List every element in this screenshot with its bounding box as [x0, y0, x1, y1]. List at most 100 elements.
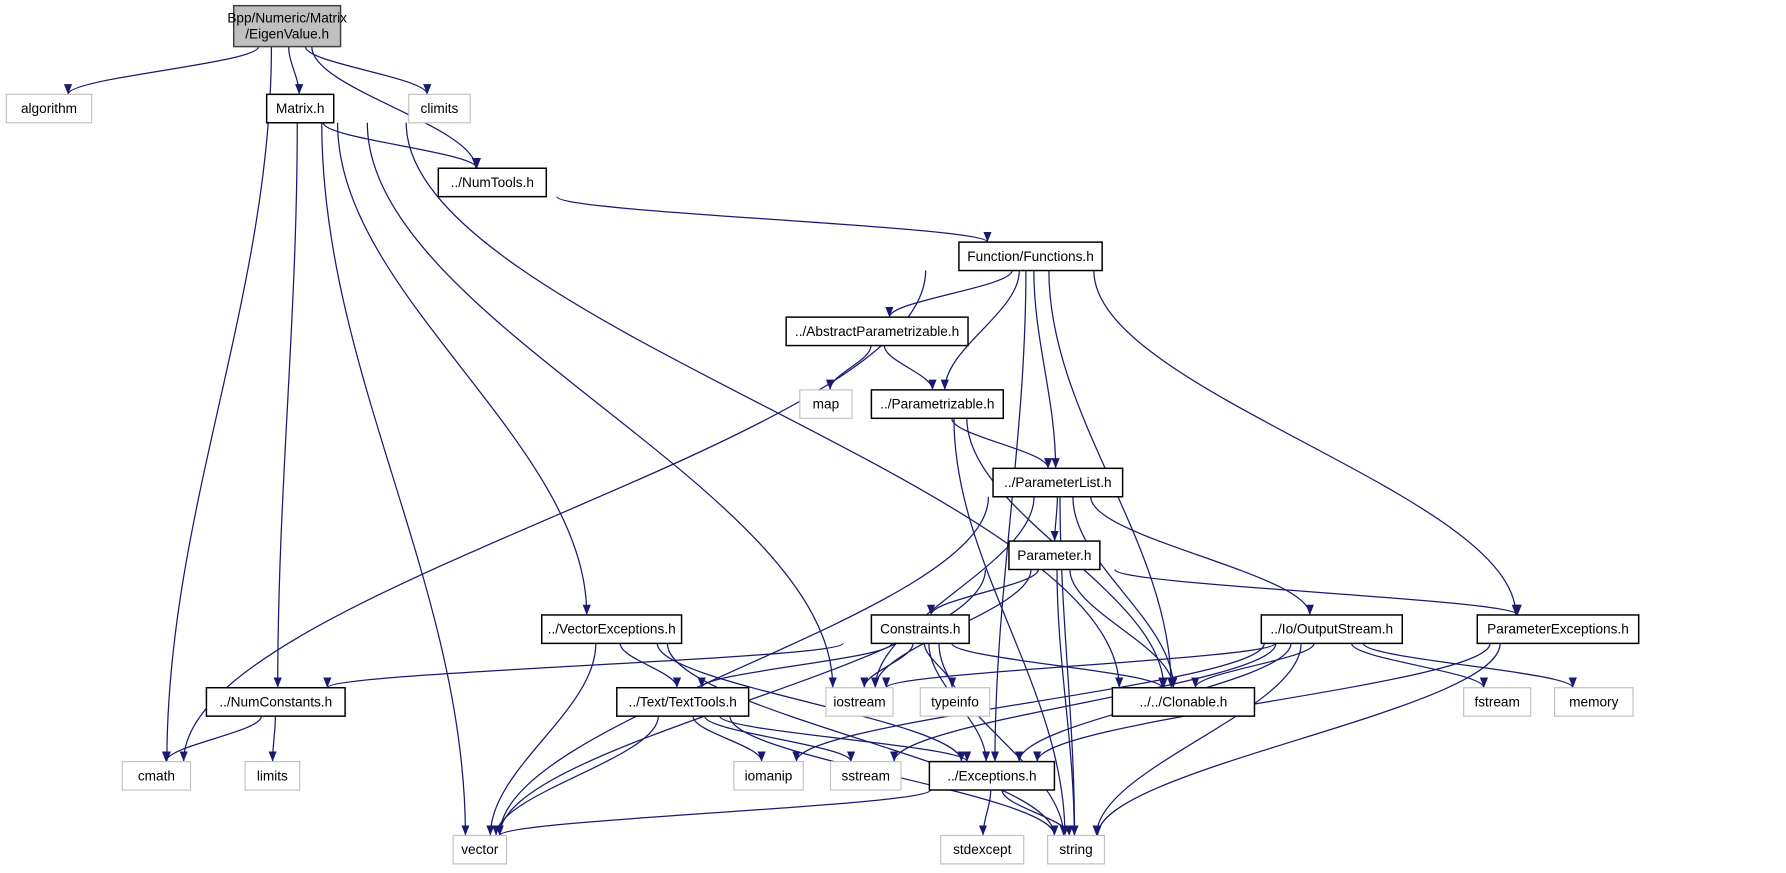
edge-constraints-to-numconstants [323, 642, 844, 689]
node-numconstants[interactable]: ../NumConstants.h [205, 686, 346, 717]
edge-texttools-to-vector [491, 716, 659, 836]
node-label: ../Text/TextTools.h [629, 694, 737, 709]
node-numtools[interactable]: ../NumTools.h [437, 167, 548, 198]
node-box [958, 241, 1103, 272]
node-label: iomanip [745, 768, 793, 783]
edge-texttools-to-sstream [704, 715, 856, 762]
edge-exceptions-to-stdexcept [978, 790, 992, 836]
node-box [1554, 687, 1634, 717]
edge-paramlist-to-parameter [1050, 496, 1059, 542]
node-box [205, 686, 346, 717]
node-paramexc[interactable]: ParameterExceptions.h [1476, 614, 1640, 645]
node-functions[interactable]: Function/Functions.h [958, 241, 1103, 272]
edge-matrix-to-numconstants [273, 122, 298, 688]
edge-exceptions-to-string [1001, 789, 1074, 836]
node-box [733, 761, 804, 791]
node-label: ../NumConstants.h [219, 694, 332, 709]
edge-numtools-to-functions [556, 196, 992, 243]
edge-abstractparam-to-parametrizable [883, 345, 937, 391]
node-sstream: sstream [829, 761, 902, 791]
node-exceptions[interactable]: ../Exceptions.h [928, 760, 1056, 791]
node-label: ../VectorExceptions.h [548, 622, 676, 637]
node-matrix[interactable]: Matrix.h [265, 93, 335, 124]
node-cmath: cmath [121, 761, 192, 791]
edge-matrix-to-vector [321, 122, 470, 836]
node-box [870, 614, 970, 645]
node-box [437, 167, 548, 198]
node-box [1008, 540, 1101, 571]
edge-outputstream-to-iostream [882, 642, 1276, 689]
node-label: typeinfo [931, 694, 979, 709]
node-box [1476, 614, 1640, 645]
edge-eigen-to-numtools [311, 46, 480, 169]
node-label: Function/Functions.h [967, 249, 1093, 264]
edge-vectorexc-to-vector [486, 643, 597, 836]
node-label: Parameter.h [1017, 548, 1091, 563]
node-box [408, 93, 471, 124]
node-label: Bpp/Numeric/Matrix [227, 11, 347, 26]
node-box [616, 686, 750, 717]
edge-exceptions-to-vector [495, 789, 932, 837]
node-box [452, 834, 508, 865]
edge-constraints-to-clonable [951, 642, 1167, 689]
node-label: algorithm [21, 101, 77, 116]
node-label: limits [257, 768, 288, 783]
edge-functions-to-abstractparam [885, 270, 1013, 318]
edge-matrix-to-iostream [366, 122, 837, 688]
edge-eigen-to-cmath [162, 46, 273, 762]
node-box [1047, 834, 1105, 865]
node-paramlist[interactable]: ../ParameterList.h [992, 467, 1124, 498]
node-parametrizable[interactable]: ../Parametrizable.h [870, 389, 1005, 420]
node-box [265, 93, 335, 124]
node-parameter[interactable]: Parameter.h [1008, 540, 1101, 571]
node-abstractparam[interactable]: ../AbstractParametrizable.h [785, 316, 969, 347]
node-box [541, 614, 683, 645]
edge-outputstream-to-string [1092, 643, 1302, 836]
edge-outputstream-to-iomanip [792, 643, 1265, 762]
node-constraints[interactable]: Constraints.h [870, 614, 970, 645]
edge-constraints-to-iostream [860, 643, 914, 688]
node-label: ParameterExceptions.h [1487, 622, 1629, 637]
node-label: string [1059, 842, 1092, 857]
edge-matrix-to-clonable [405, 122, 1124, 688]
node-vector: vector [452, 834, 508, 865]
node-limits: limits [244, 761, 301, 791]
node-label: ../NumTools.h [451, 175, 534, 190]
edge-functions-to-paramexc [1093, 270, 1520, 615]
edge-numconstants-to-cmath [161, 715, 263, 762]
node-climits: climits [408, 93, 471, 124]
edge-outputstream-to-sstream [890, 643, 1277, 762]
node-box [5, 93, 93, 124]
edge-parameter-to-paramexc [1114, 568, 1522, 616]
edge-texttools-to-iomanip [692, 715, 766, 762]
edge-paramlist-to-vector [495, 496, 990, 836]
node-label: ../../Clonable.h [1140, 694, 1228, 709]
edge-abstractparam-to-map [825, 345, 872, 391]
edge-outputstream-to-memory [1362, 642, 1577, 689]
edge-paramlist-to-clonable [1072, 496, 1178, 688]
node-box [232, 4, 342, 48]
node-vectorexc[interactable]: ../VectorExceptions.h [541, 614, 683, 645]
node-typeinfo: typeinfo [919, 687, 991, 717]
node-texttools[interactable]: ../Text/TextTools.h [616, 686, 750, 717]
node-label: memory [1569, 694, 1618, 709]
node-box [799, 389, 853, 419]
node-label: ../AbstractParametrizable.h [795, 324, 959, 339]
node-outputstream[interactable]: ../Io/OutputStream.h [1260, 614, 1403, 645]
node-iomanip: iomanip [733, 761, 804, 791]
node-box [829, 761, 902, 791]
node-label: stdexcept [953, 842, 1012, 857]
node-clonable[interactable]: ../../Clonable.h [1111, 686, 1256, 717]
edge-parametrizable-to-string [953, 418, 1070, 836]
edge-texttools-to-exceptions [719, 715, 972, 763]
edge-outputstream-to-fstream [1350, 643, 1488, 689]
node-box [121, 761, 192, 791]
node-string: string [1047, 834, 1105, 865]
edges [64, 46, 1577, 837]
node-label: map [813, 397, 840, 412]
node-label: ../Io/OutputStream.h [1270, 622, 1393, 637]
node-box [1463, 687, 1532, 717]
node-label: vector [461, 842, 499, 857]
node-algorithm: algorithm [5, 93, 93, 124]
edge-eigen-to-algorithm [64, 46, 260, 95]
